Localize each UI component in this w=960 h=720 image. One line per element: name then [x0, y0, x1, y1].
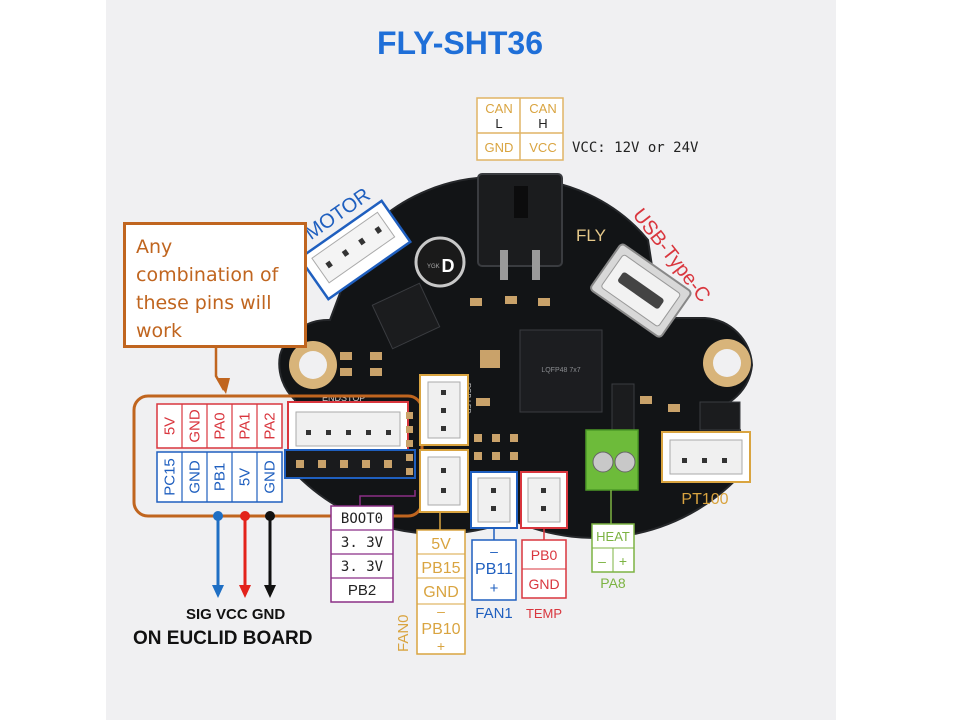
svg-text:5V: 5V: [431, 536, 451, 553]
euclid-board-caption: ON EUCLID BOARD: [133, 628, 313, 649]
svg-text:–: –: [437, 603, 445, 619]
boot-label-3: PB2: [348, 582, 376, 599]
can-vcc-label: VCC: [529, 140, 556, 155]
endstop-bottom-pin-0: PC15: [162, 458, 179, 496]
fan1-connector: [470, 471, 518, 529]
boot-label-2: 3. 3V: [341, 559, 384, 575]
boot-pin-table: BOOT0 3. 3V 3. 3V PB2: [330, 490, 416, 603]
page-title: FLY-SHT36: [377, 25, 543, 61]
can-h-header: CAN: [529, 101, 556, 116]
endstop-top-pin-3: PA1: [237, 412, 254, 439]
endstop-bottom-pin-3: 5V: [237, 468, 254, 486]
svg-text:+: +: [619, 553, 627, 569]
fan1-pin-table: – PB11 + FAN1: [471, 528, 517, 622]
fly-logo: FLY: [576, 226, 606, 245]
temp-connector: [520, 471, 568, 529]
wire-arrows: [212, 511, 276, 598]
endstop-pin-table: 5V GND PA0 PA1 PA2 PC15 GND PB1 5V GND: [156, 403, 283, 503]
can-l-label: L: [495, 116, 502, 131]
endstop-silk: ENDSTOP: [322, 393, 365, 403]
boot-label-1: 3. 3V: [341, 535, 384, 551]
rgb-connector: [419, 374, 469, 446]
svg-text:–: –: [598, 553, 606, 569]
endstop-bottom-pin-1: GND: [187, 460, 204, 494]
temp-pin-table: PB0 GND TEMP: [521, 528, 567, 621]
temp-label: TEMP: [526, 606, 562, 621]
power-connector: [477, 173, 563, 280]
mcu-label: LQFP48 7x7: [541, 367, 580, 374]
svg-text:+: +: [490, 580, 499, 597]
endstop-bottom-pin-2: PB1: [212, 463, 229, 491]
can-h-label: H: [538, 116, 547, 131]
usb-c-connector: [590, 243, 692, 338]
heat-title: HEAT: [596, 529, 630, 544]
can-gnd-label: GND: [485, 140, 514, 155]
capacitor: [414, 236, 466, 288]
endstop-connector: [284, 401, 416, 479]
svg-text:PB15: PB15: [421, 560, 460, 577]
svg-text:+: +: [437, 638, 445, 654]
callout-note: Any combination of these pins will work: [123, 222, 307, 348]
svg-text:D: D: [442, 256, 455, 276]
sig-wire-arrow: [212, 585, 224, 598]
boot-label-0: BOOT0: [341, 511, 383, 527]
svg-text:PB0: PB0: [531, 547, 558, 563]
vcc-note: VCC: 12V or 24V: [572, 140, 699, 156]
mcu-chip: [519, 329, 603, 413]
fan0-pin-table: 5V PB15 GND – PB10 + FAN0: [395, 512, 466, 655]
endstop-top-pin-1: GND: [187, 409, 204, 443]
can-l-header: CAN: [485, 101, 512, 116]
fan0-connector: [419, 449, 469, 513]
fan0-label: FAN0: [395, 614, 412, 652]
svg-text:–: –: [490, 543, 498, 559]
fan1-label: FAN1: [475, 605, 513, 622]
svg-text:GND: GND: [528, 576, 559, 592]
can-pinout: CAN CAN L H GND VCC VCC: 12V or 24V: [476, 97, 699, 161]
svg-text:PB10: PB10: [421, 621, 460, 638]
svg-text:YGK: YGK: [427, 264, 440, 270]
motor-connector: [297, 199, 413, 301]
gnd-wire-arrow: [264, 585, 276, 598]
svg-text:PB11: PB11: [475, 561, 513, 578]
wire-labels: SIG VCC GND: [186, 606, 286, 623]
endstop-top-pin-2: PA0: [212, 412, 229, 439]
pt100-label: PT100: [681, 491, 728, 508]
endstop-top-pin-4: PA2: [262, 412, 279, 439]
heat-pin: PA8: [600, 575, 626, 591]
svg-text:GND: GND: [423, 584, 459, 601]
heat-terminal: HEAT – + PA8: [585, 429, 639, 591]
pt100-connector: PT100: [661, 431, 751, 508]
endstop-top-pin-0: 5V: [162, 417, 179, 435]
endstop-bottom-pin-4: GND: [262, 460, 279, 494]
vcc-wire-arrow: [239, 585, 251, 598]
